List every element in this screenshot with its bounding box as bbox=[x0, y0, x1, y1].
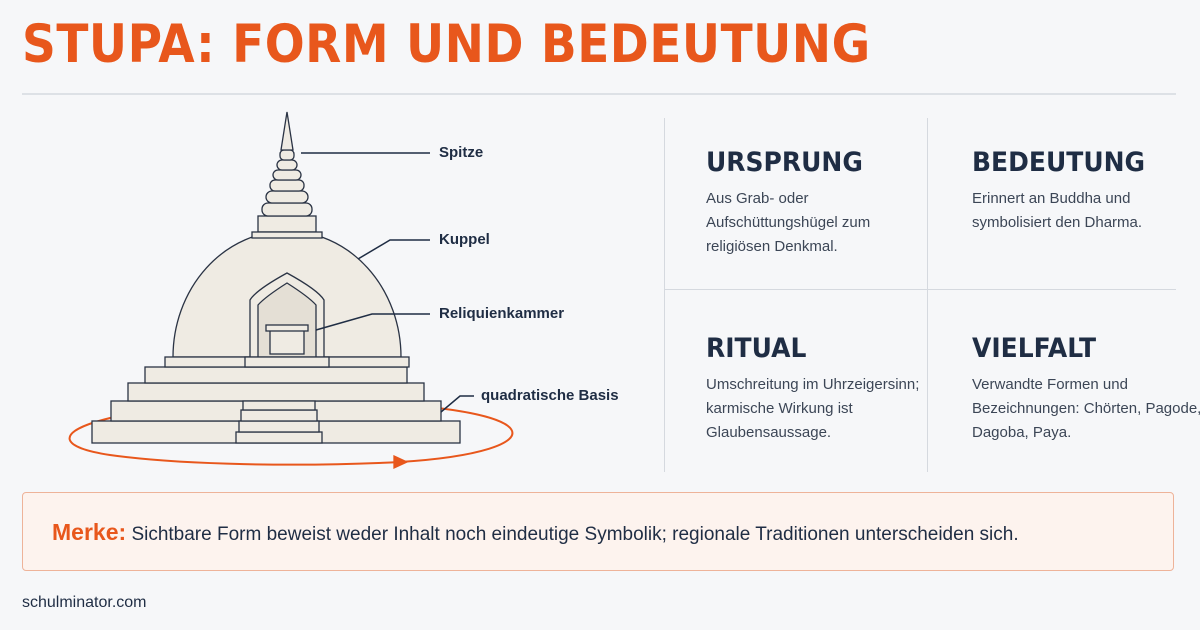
info-grid: URSPRUNG Aus Grab- oder Aufschüttungshüg… bbox=[664, 118, 1200, 472]
card-vielfalt: VIELFALT Verwandte Formen und Bezeichnun… bbox=[972, 332, 1200, 445]
niche-step bbox=[244, 356, 330, 368]
card-ritual: RITUAL Umschreitung im Uhrzeigersinn; ka… bbox=[706, 332, 936, 445]
card-text: Erinnert an Buddha und symbolisiert den … bbox=[972, 190, 1143, 231]
harmika-base bbox=[251, 231, 323, 239]
footer-site: schulminator.com bbox=[22, 594, 147, 611]
card-title: BEDEUTUNG bbox=[972, 146, 1146, 178]
card-text: Verwandte Formen und Bezeichnungen: Chör… bbox=[972, 376, 1200, 441]
card-title: RITUAL bbox=[706, 332, 807, 364]
title-divider bbox=[22, 93, 1176, 95]
spire-ring bbox=[272, 169, 302, 181]
leader-kuppel bbox=[357, 239, 430, 260]
card-ursprung: URSPRUNG Aus Grab- oder Aufschüttungshüg… bbox=[706, 146, 936, 259]
spire-ring bbox=[279, 149, 295, 161]
base-tier-3 bbox=[127, 382, 425, 402]
note-key: Merke: bbox=[52, 519, 127, 545]
stair-step bbox=[242, 400, 316, 411]
reliquary bbox=[269, 329, 305, 355]
spire-ring bbox=[265, 190, 309, 204]
stair-step bbox=[240, 409, 318, 422]
base-tier-4 bbox=[144, 366, 408, 384]
direction-arrow-icon bbox=[393, 454, 409, 470]
card-bedeutung: BEDEUTUNG Erinnert an Buddha und symboli… bbox=[972, 146, 1200, 235]
page-title: STUPA: FORM UND BEDEUTUNG bbox=[22, 14, 871, 76]
note-text: Sichtbare Form beweist weder Inhalt noch… bbox=[131, 524, 1019, 545]
leader-reliquienkammer bbox=[315, 313, 430, 331]
stupa-diagram: Spitze Kuppel Reliquienkammer quadratisc… bbox=[0, 100, 660, 480]
card-title: URSPRUNG bbox=[706, 146, 863, 178]
note-box: Merke: Sichtbare Form beweist weder Inha… bbox=[22, 492, 1174, 571]
label-spitze: Spitze bbox=[439, 144, 484, 161]
stupa-illustration bbox=[68, 111, 514, 470]
reliquary-lid bbox=[265, 324, 309, 332]
stair-step bbox=[238, 420, 320, 433]
spire-ring bbox=[276, 159, 298, 171]
spire-tip bbox=[280, 111, 294, 151]
grid-divider bbox=[664, 118, 665, 472]
spire-ring bbox=[269, 179, 305, 192]
grid-divider bbox=[927, 118, 928, 472]
label-kuppel: Kuppel bbox=[439, 231, 490, 248]
card-title: VIELFALT bbox=[972, 332, 1097, 364]
card-text: Aus Grab- oder Aufschüttungshügel zum re… bbox=[706, 190, 871, 255]
grid-divider bbox=[664, 289, 1176, 290]
leader-basis bbox=[440, 395, 474, 413]
spire-ring bbox=[261, 202, 313, 217]
stair-step bbox=[235, 431, 323, 444]
label-reliquienkammer: Reliquienkammer bbox=[439, 305, 565, 322]
harmika bbox=[257, 215, 317, 233]
label-basis: quadratische Basis bbox=[481, 387, 619, 404]
card-text: Umschreitung im Uhrzeigersinn; karmische… bbox=[706, 376, 920, 441]
